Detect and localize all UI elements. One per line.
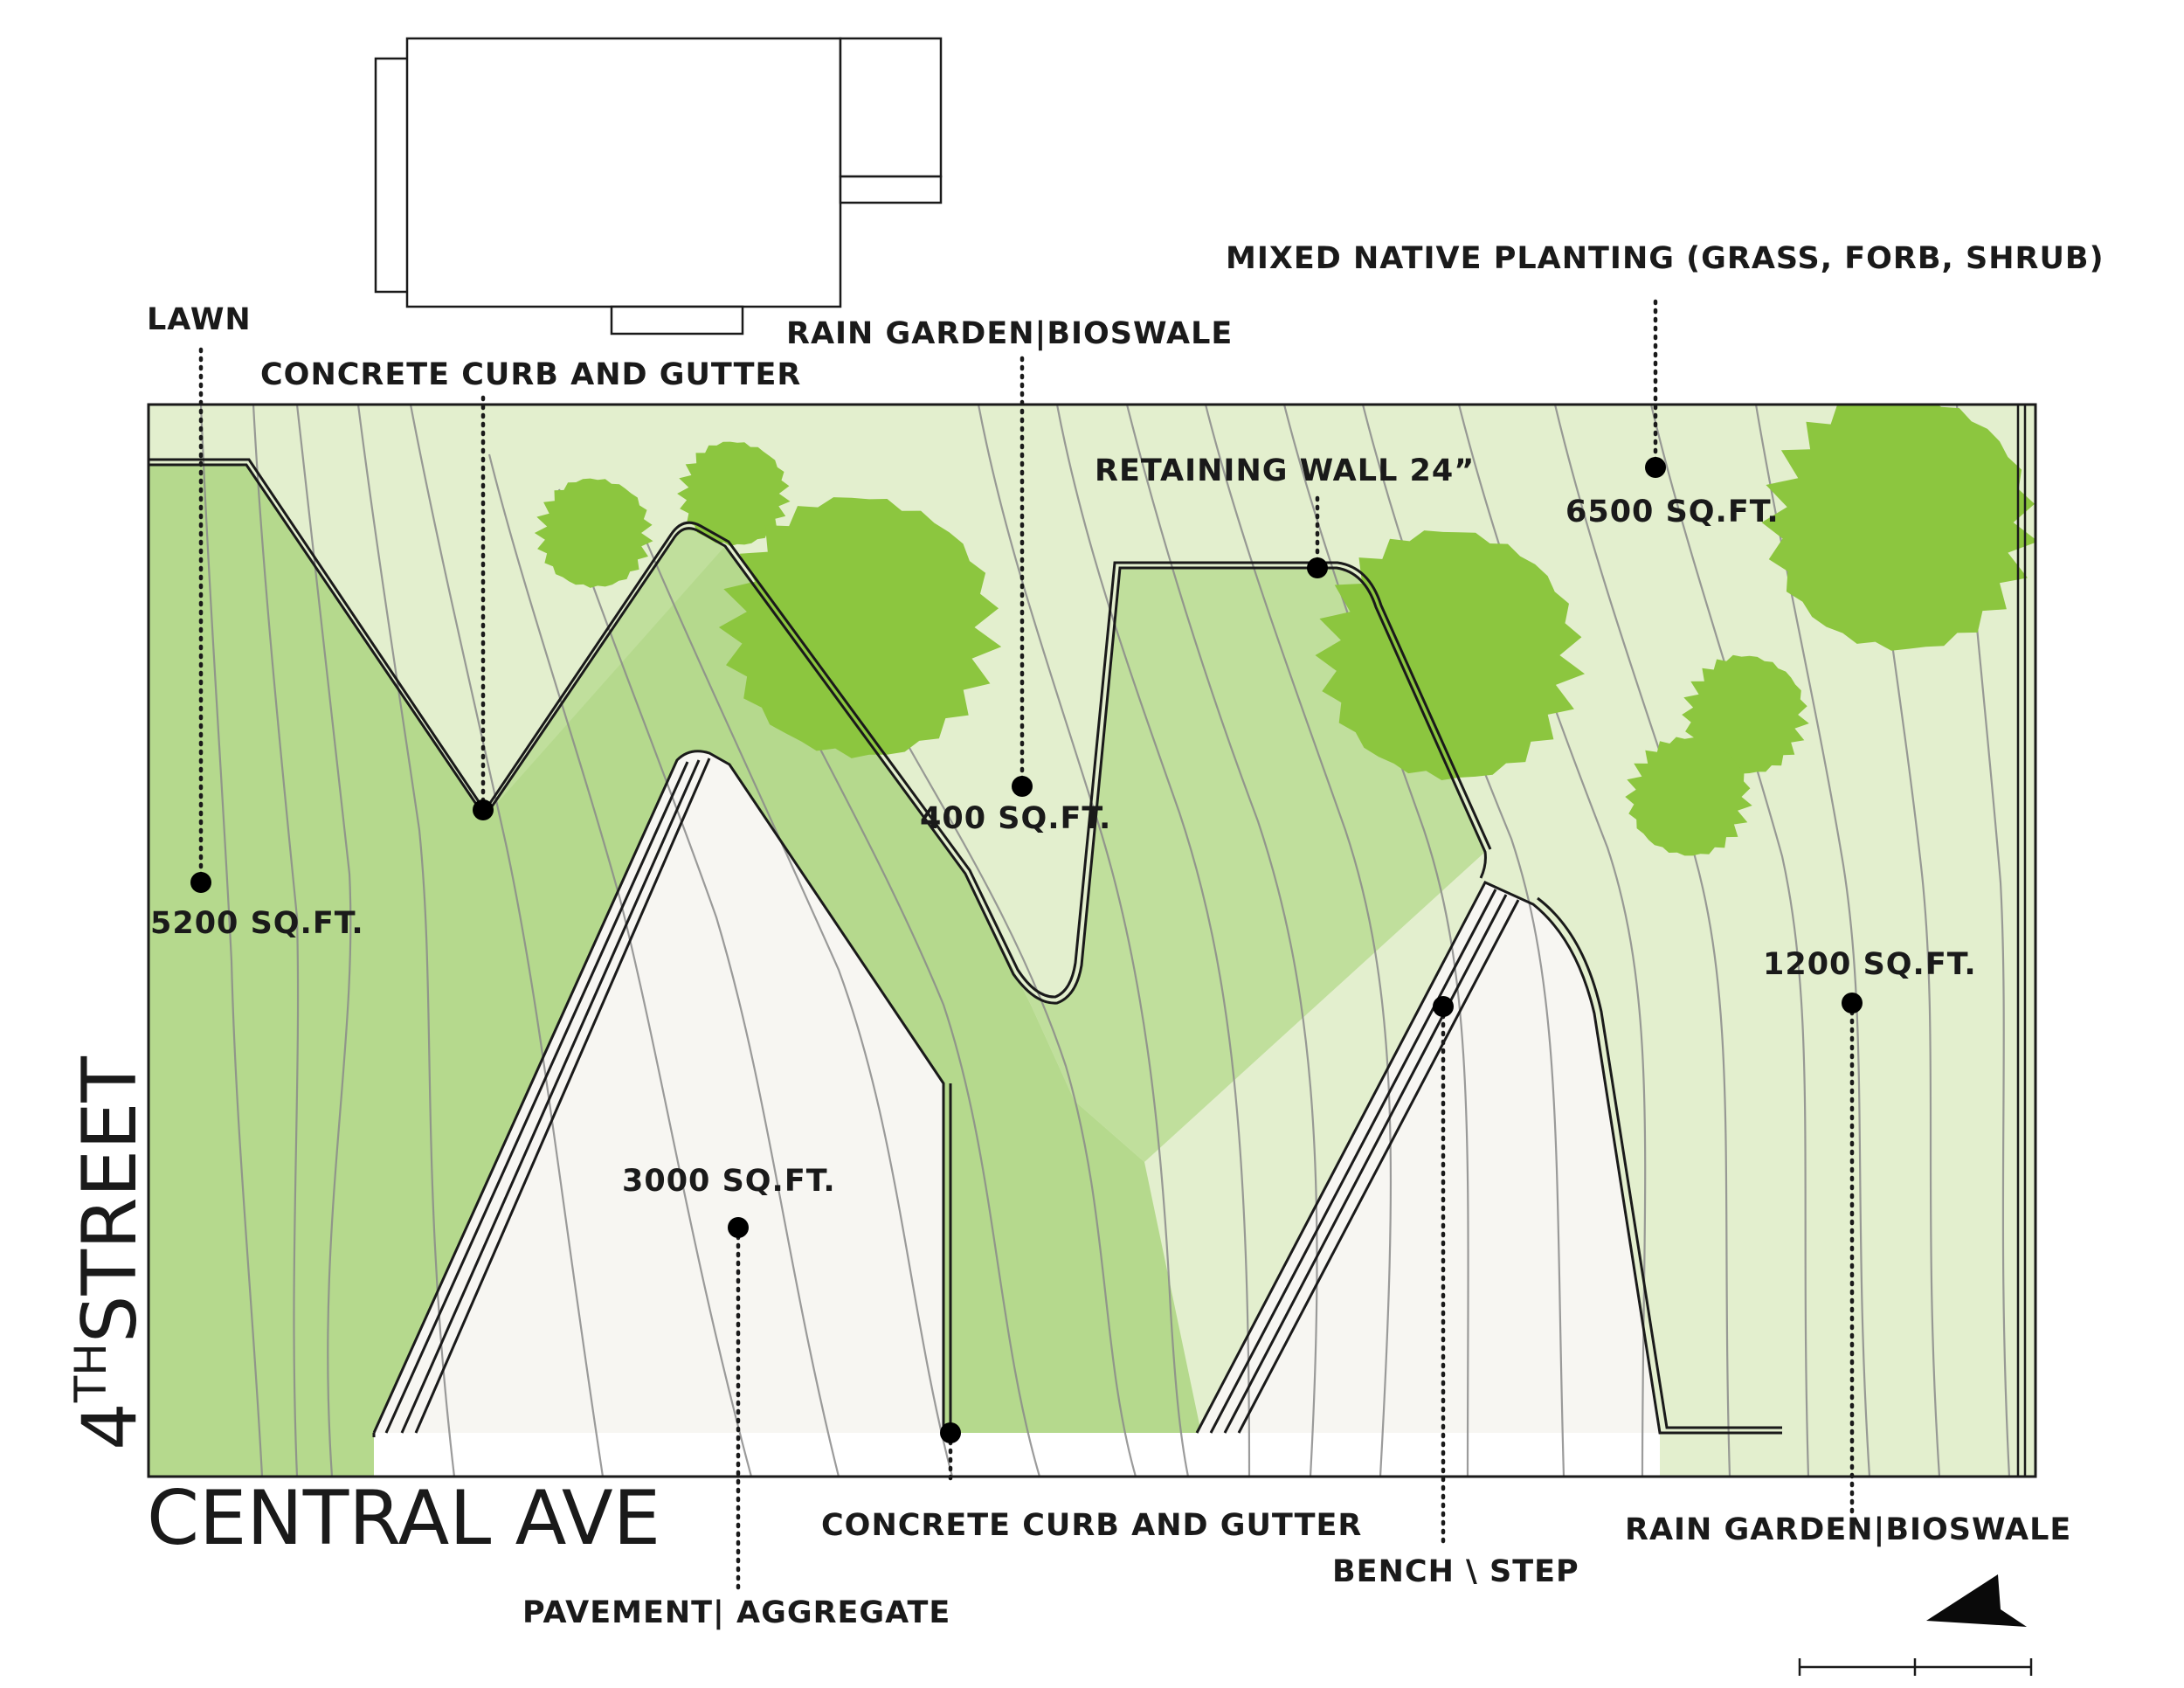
site-area [149, 405, 2035, 1477]
label-lawn: LAWN [147, 302, 252, 337]
tree-canopy [718, 497, 1002, 758]
tree-canopy [677, 441, 791, 546]
scale-bar-icon [1798, 1658, 2033, 1676]
contour-lines [199, 405, 2011, 1477]
street-central-ave: CENTRAL AVE [147, 1475, 660, 1562]
tree-canopy [534, 478, 653, 588]
label-rain-garden-top-area: 400 SQ.FT. [920, 801, 1111, 836]
label-pavement-area: 3000 SQ.FT. [622, 1164, 836, 1199]
curb-gutter-bottom [372, 750, 945, 1437]
north-arrow-icon [1926, 1574, 2027, 1627]
label-rain-garden-top: RAIN GARDEN|BIOSWALE [786, 316, 1233, 351]
pavement-zone-left [374, 751, 943, 1433]
street-4th-street: 4THSTREET [66, 1056, 154, 1450]
label-curb-top: CONCRETE CURB AND GUTTER [260, 357, 801, 392]
label-pavement: PAVEMENT| AGGREGATE [522, 1595, 950, 1630]
street-4th-prefix: 4 [66, 1402, 154, 1450]
street-4th-name: STREET [66, 1056, 154, 1344]
street-4th-superscript: TH [66, 1343, 116, 1403]
label-lawn-area: 5200 SQ.FT. [150, 906, 364, 941]
trees [534, 405, 2035, 856]
tree-canopy [1761, 405, 2035, 651]
building-footprint [374, 37, 943, 336]
pavement-zone-right [1197, 882, 1660, 1433]
svg-text:4THSTREET: 4THSTREET [66, 1056, 154, 1450]
leader-lines [198, 299, 1855, 1591]
label-native-planting-area: 6500 SQ.FT. [1565, 495, 1780, 529]
sidewalk-strip-right [1660, 1435, 1782, 1477]
curb-gutter-top [149, 463, 1487, 1005]
leader-dots [190, 457, 1863, 1443]
label-native-planting: MIXED NATIVE PLANTING (GRASS, FORB, SHRU… [1226, 241, 2105, 276]
bench-step-edge [1195, 881, 1782, 1435]
label-curb-bottom: CONCRETE CURB AND GUTTER [821, 1508, 1362, 1543]
tree-canopy [1315, 530, 1585, 780]
sidewalk-strip [374, 1433, 1660, 1477]
rain-garden-top-zone [485, 528, 1485, 1162]
label-bench-step: BENCH \ STEP [1332, 1554, 1579, 1589]
site-boundary [147, 403, 2037, 1478]
label-rain-garden-bottom: RAIN GARDEN|BIOSWALE [1625, 1512, 2071, 1547]
curb-gutter-top-inner [149, 458, 1492, 999]
tree-canopy [1625, 737, 1752, 856]
label-retaining-wall: RETAINING WALL 24” [1095, 453, 1475, 488]
label-rain-garden-right-area: 1200 SQ.FT. [1763, 947, 1977, 982]
